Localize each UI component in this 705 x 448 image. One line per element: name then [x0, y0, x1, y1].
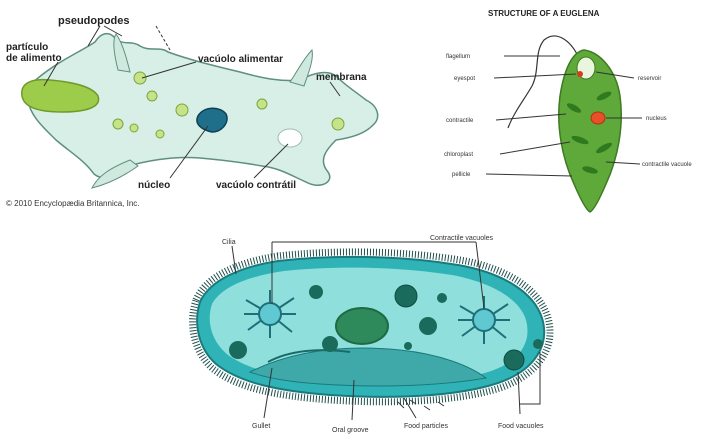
food-particles-leader [404, 398, 416, 418]
food-vacuole [419, 317, 437, 335]
membrane-label: membrana [316, 72, 367, 83]
food-vacuole-label: vacúolo alimentar [198, 54, 283, 65]
euglena-eyespot [577, 71, 583, 77]
paramecium-panel: Cilia Contractile vacuoles Gullet Oral g… [193, 235, 550, 434]
food-vacuole [322, 336, 338, 352]
food-vacuole [404, 342, 412, 350]
contractile-vacuoles-label: Contractile vacuoles [430, 235, 494, 242]
euglena-reservoir-label: reservoir [638, 76, 661, 82]
food-vacuole [437, 293, 447, 303]
euglena-nucleus-label: nucleus [646, 116, 667, 122]
euglena-contractile-label: contractile [446, 118, 474, 124]
particle-label-2: de alimento [6, 53, 62, 64]
contractile-vacuole-amoeba [278, 129, 302, 147]
euglena-leader [486, 174, 572, 176]
food-vacuole [332, 118, 344, 130]
food-vacuole [130, 124, 138, 132]
particle-label-1: partículo [6, 42, 48, 53]
cilia-label: Cilia [222, 239, 236, 246]
euglena-leader [496, 114, 566, 120]
food-vacuole [395, 285, 417, 307]
food-vacuole [113, 119, 123, 129]
macronucleus [336, 308, 388, 344]
cilia-leader [232, 246, 236, 274]
nucleus-label: núcleo [138, 180, 170, 191]
gullet-label: Gullet [252, 423, 270, 430]
euglena-leader [500, 142, 570, 154]
food-vacuole [229, 341, 247, 359]
euglena-panel: STRUCTURE OF A EUGLENA flagellum eyespot… [444, 9, 692, 212]
oral-groove-label: Oral groove [332, 427, 369, 434]
euglena-chloroplast-label: chloroplast [444, 152, 473, 158]
food-vacuole [504, 350, 524, 370]
food-vacuole [134, 72, 146, 84]
amoeba-nucleus [197, 108, 227, 132]
euglena-title: STRUCTURE OF A EUGLENA [488, 9, 600, 18]
euglena-contractile-vacuole-label: contractile vacuole [642, 162, 692, 168]
euglena-eyespot-label: eyespot [454, 76, 475, 82]
copyright-text: © 2010 Encyclopædia Britannica, Inc. [6, 199, 140, 208]
food-vacuole [309, 285, 323, 299]
food-vacuole [257, 99, 267, 109]
contractile-vacuole-label: vacúolo contrátil [216, 180, 296, 191]
food-vacuoles-label: Food vacuoles [498, 423, 544, 430]
euglena-flagellum-label: flagellum [446, 54, 470, 60]
pseudopodes-label: pseudopodes [58, 15, 130, 27]
food-vacuole [147, 91, 157, 101]
food-particles-label: Food particles [404, 423, 448, 430]
amoeba-panel: pseudopodes partículo de alimento vacúol… [6, 15, 378, 208]
pseudopodes-leader [156, 26, 170, 50]
food-vacuole [176, 104, 188, 116]
food-vacuole [533, 339, 543, 349]
euglena-nucleus [591, 112, 605, 124]
euglena-pellicle-label: pellicle [452, 172, 471, 178]
food-vacuole [156, 130, 164, 138]
